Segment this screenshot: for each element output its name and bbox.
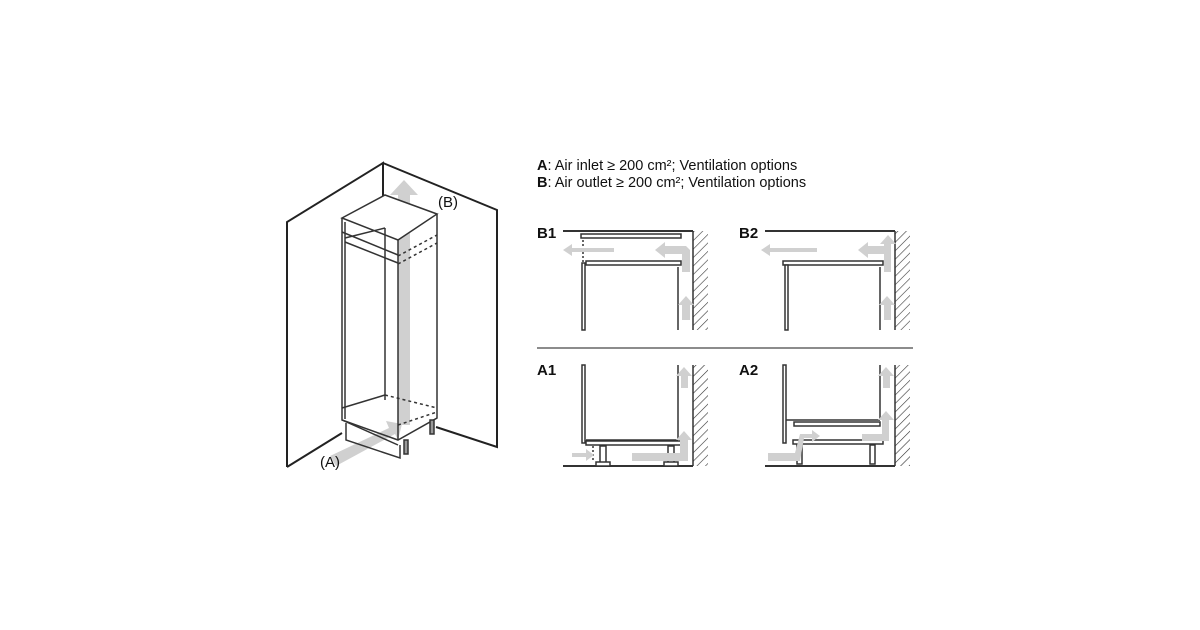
overview-label-b: (B) <box>438 194 458 211</box>
panel-label-a1: A1 <box>537 362 557 379</box>
legend-air-outlet: B: Air outlet ≥ 200 cm²; Ventilation opt… <box>537 175 806 191</box>
tall-cabinet <box>340 194 439 460</box>
legend-key-b: B <box>537 175 548 191</box>
panel-label-b2: B2 <box>739 225 759 242</box>
room-corner-walls <box>286 161 498 468</box>
panel-label-b1: B1 <box>537 225 557 242</box>
legend-key-a: A <box>537 158 548 174</box>
panel-a2-drawing <box>765 364 910 467</box>
panel-b1-drawing <box>563 230 708 331</box>
overview-label-a: (A) <box>320 454 340 471</box>
panel-a1-drawing <box>563 364 708 467</box>
panel-label-a2: A2 <box>739 362 759 379</box>
legend-air-inlet: A: Air inlet ≥ 200 cm²; Ventilation opti… <box>537 158 797 174</box>
panel-b2-drawing <box>761 230 910 331</box>
airflow-arrows-overview <box>330 180 418 466</box>
legend-text-b: : Air outlet ≥ 200 cm²; Ventilation opti… <box>547 175 807 191</box>
legend-text-a: : Air inlet ≥ 200 cm²; Ventilation optio… <box>547 158 798 174</box>
